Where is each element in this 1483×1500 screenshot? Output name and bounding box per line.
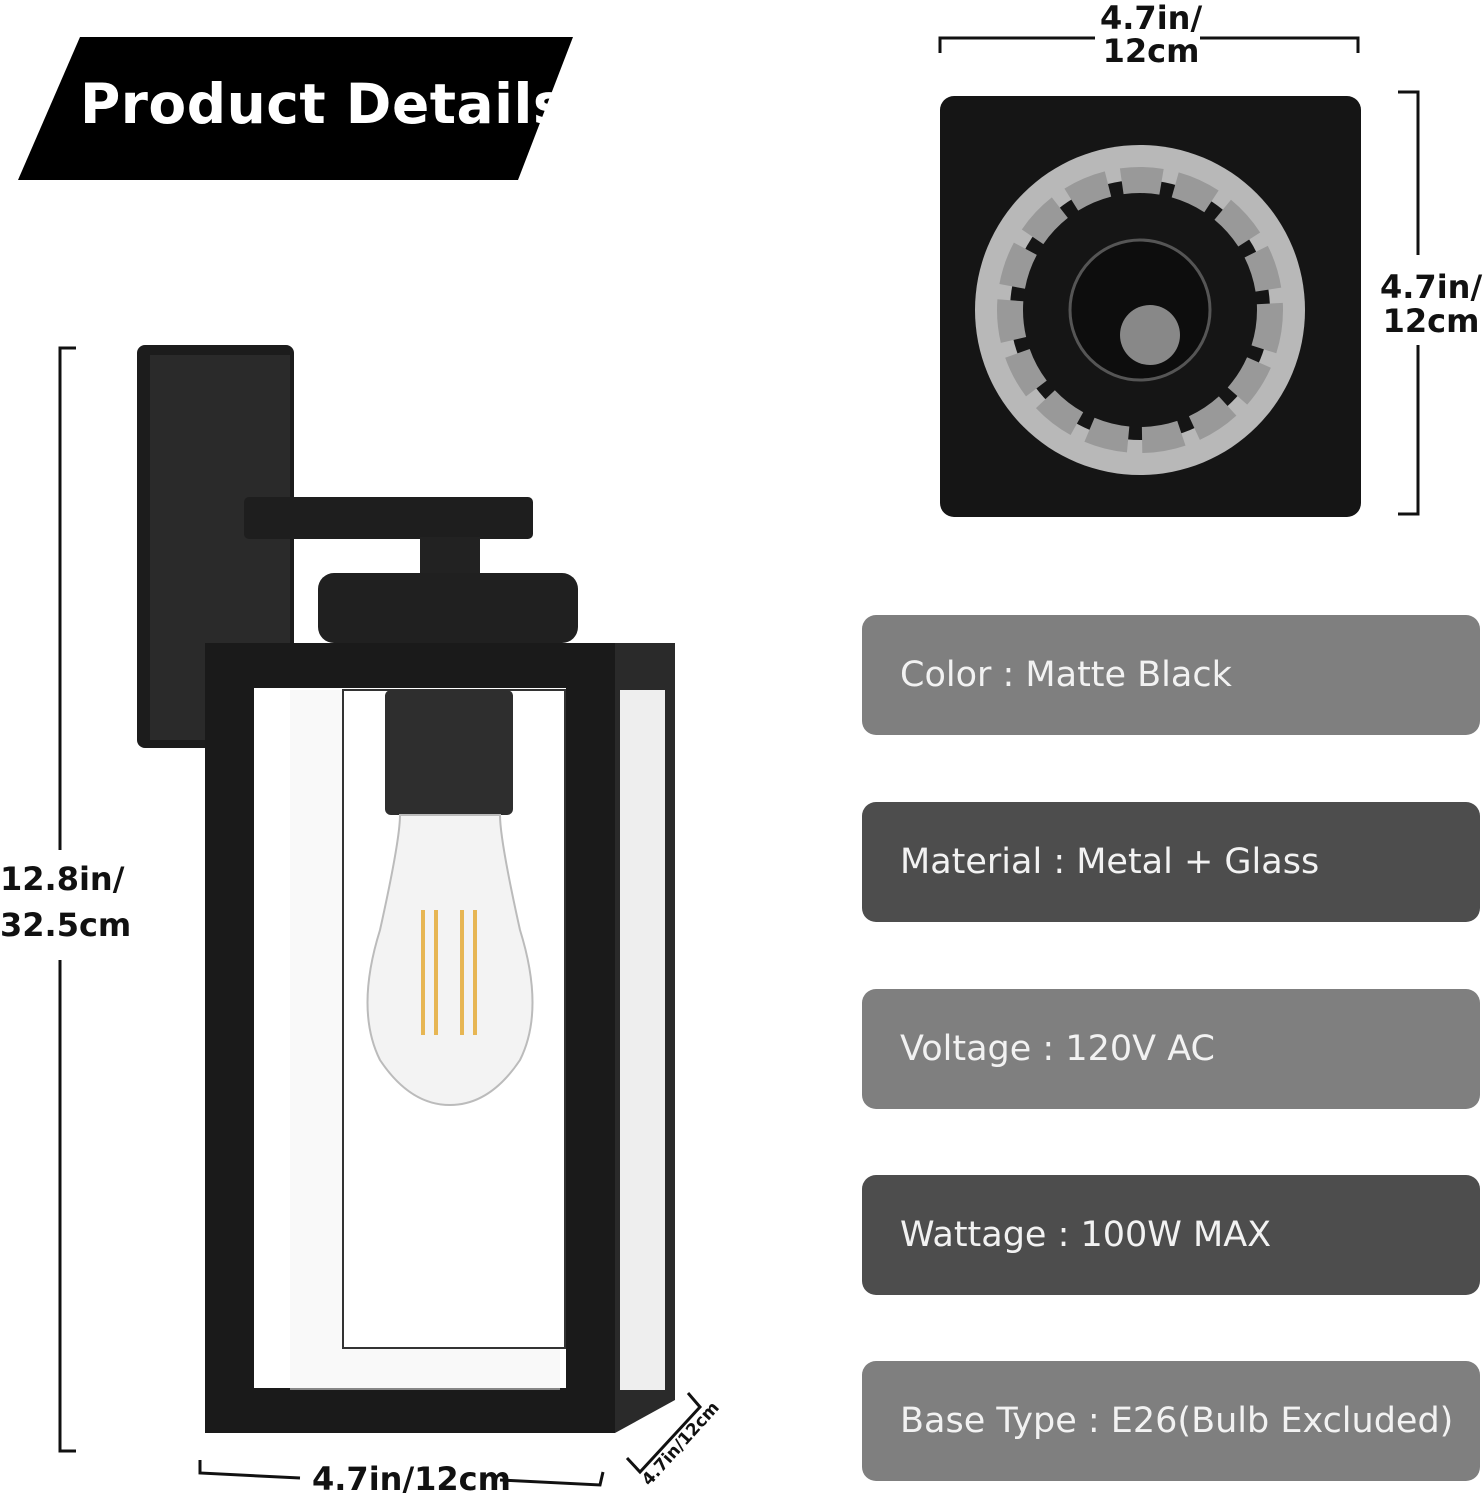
lamp-arm [244,497,533,539]
base-width-label: 4.7in/ 12cm [1100,2,1202,68]
bulb-socket [385,690,513,815]
height-label-in: 12.8in/ [0,860,125,898]
banner-shape [18,37,573,180]
width-label: 4.7in/12cm [312,1460,511,1498]
base-height-cm: 12cm [1382,302,1480,340]
page-title: Product Details [80,72,567,136]
height-label: 12.8in/ 32.5cm [0,860,131,944]
base-height-label: 4.7in/ 12cm [1380,270,1482,338]
height-label-cm: 32.5cm [0,906,132,944]
width-dimension-line [198,1460,301,1480]
base-width-cm: 12cm [1102,32,1200,70]
base-height-in: 4.7in/ [1380,268,1483,306]
height-dimension-line [58,346,76,1453]
bulb-filaments [421,910,477,1035]
title-banner [18,37,573,180]
spec-wattage: Wattage : 100W MAX [862,1175,1480,1295]
base-width-dimension-line [938,36,1095,53]
spec-material: Material : Metal + Glass [862,802,1480,922]
depth-dimension-line [625,1392,703,1475]
light-bulb [366,814,534,1107]
spec-voltage: Voltage : 120V AC [862,989,1480,1109]
base-width-in: 4.7in/ [1100,0,1203,37]
base-height-dimension-line [1398,90,1420,255]
spec-color: Color : Matte Black [862,615,1480,735]
lamp-cap [318,573,578,643]
spec-base-type: Base Type : E26(Bulb Excluded) [862,1361,1480,1481]
